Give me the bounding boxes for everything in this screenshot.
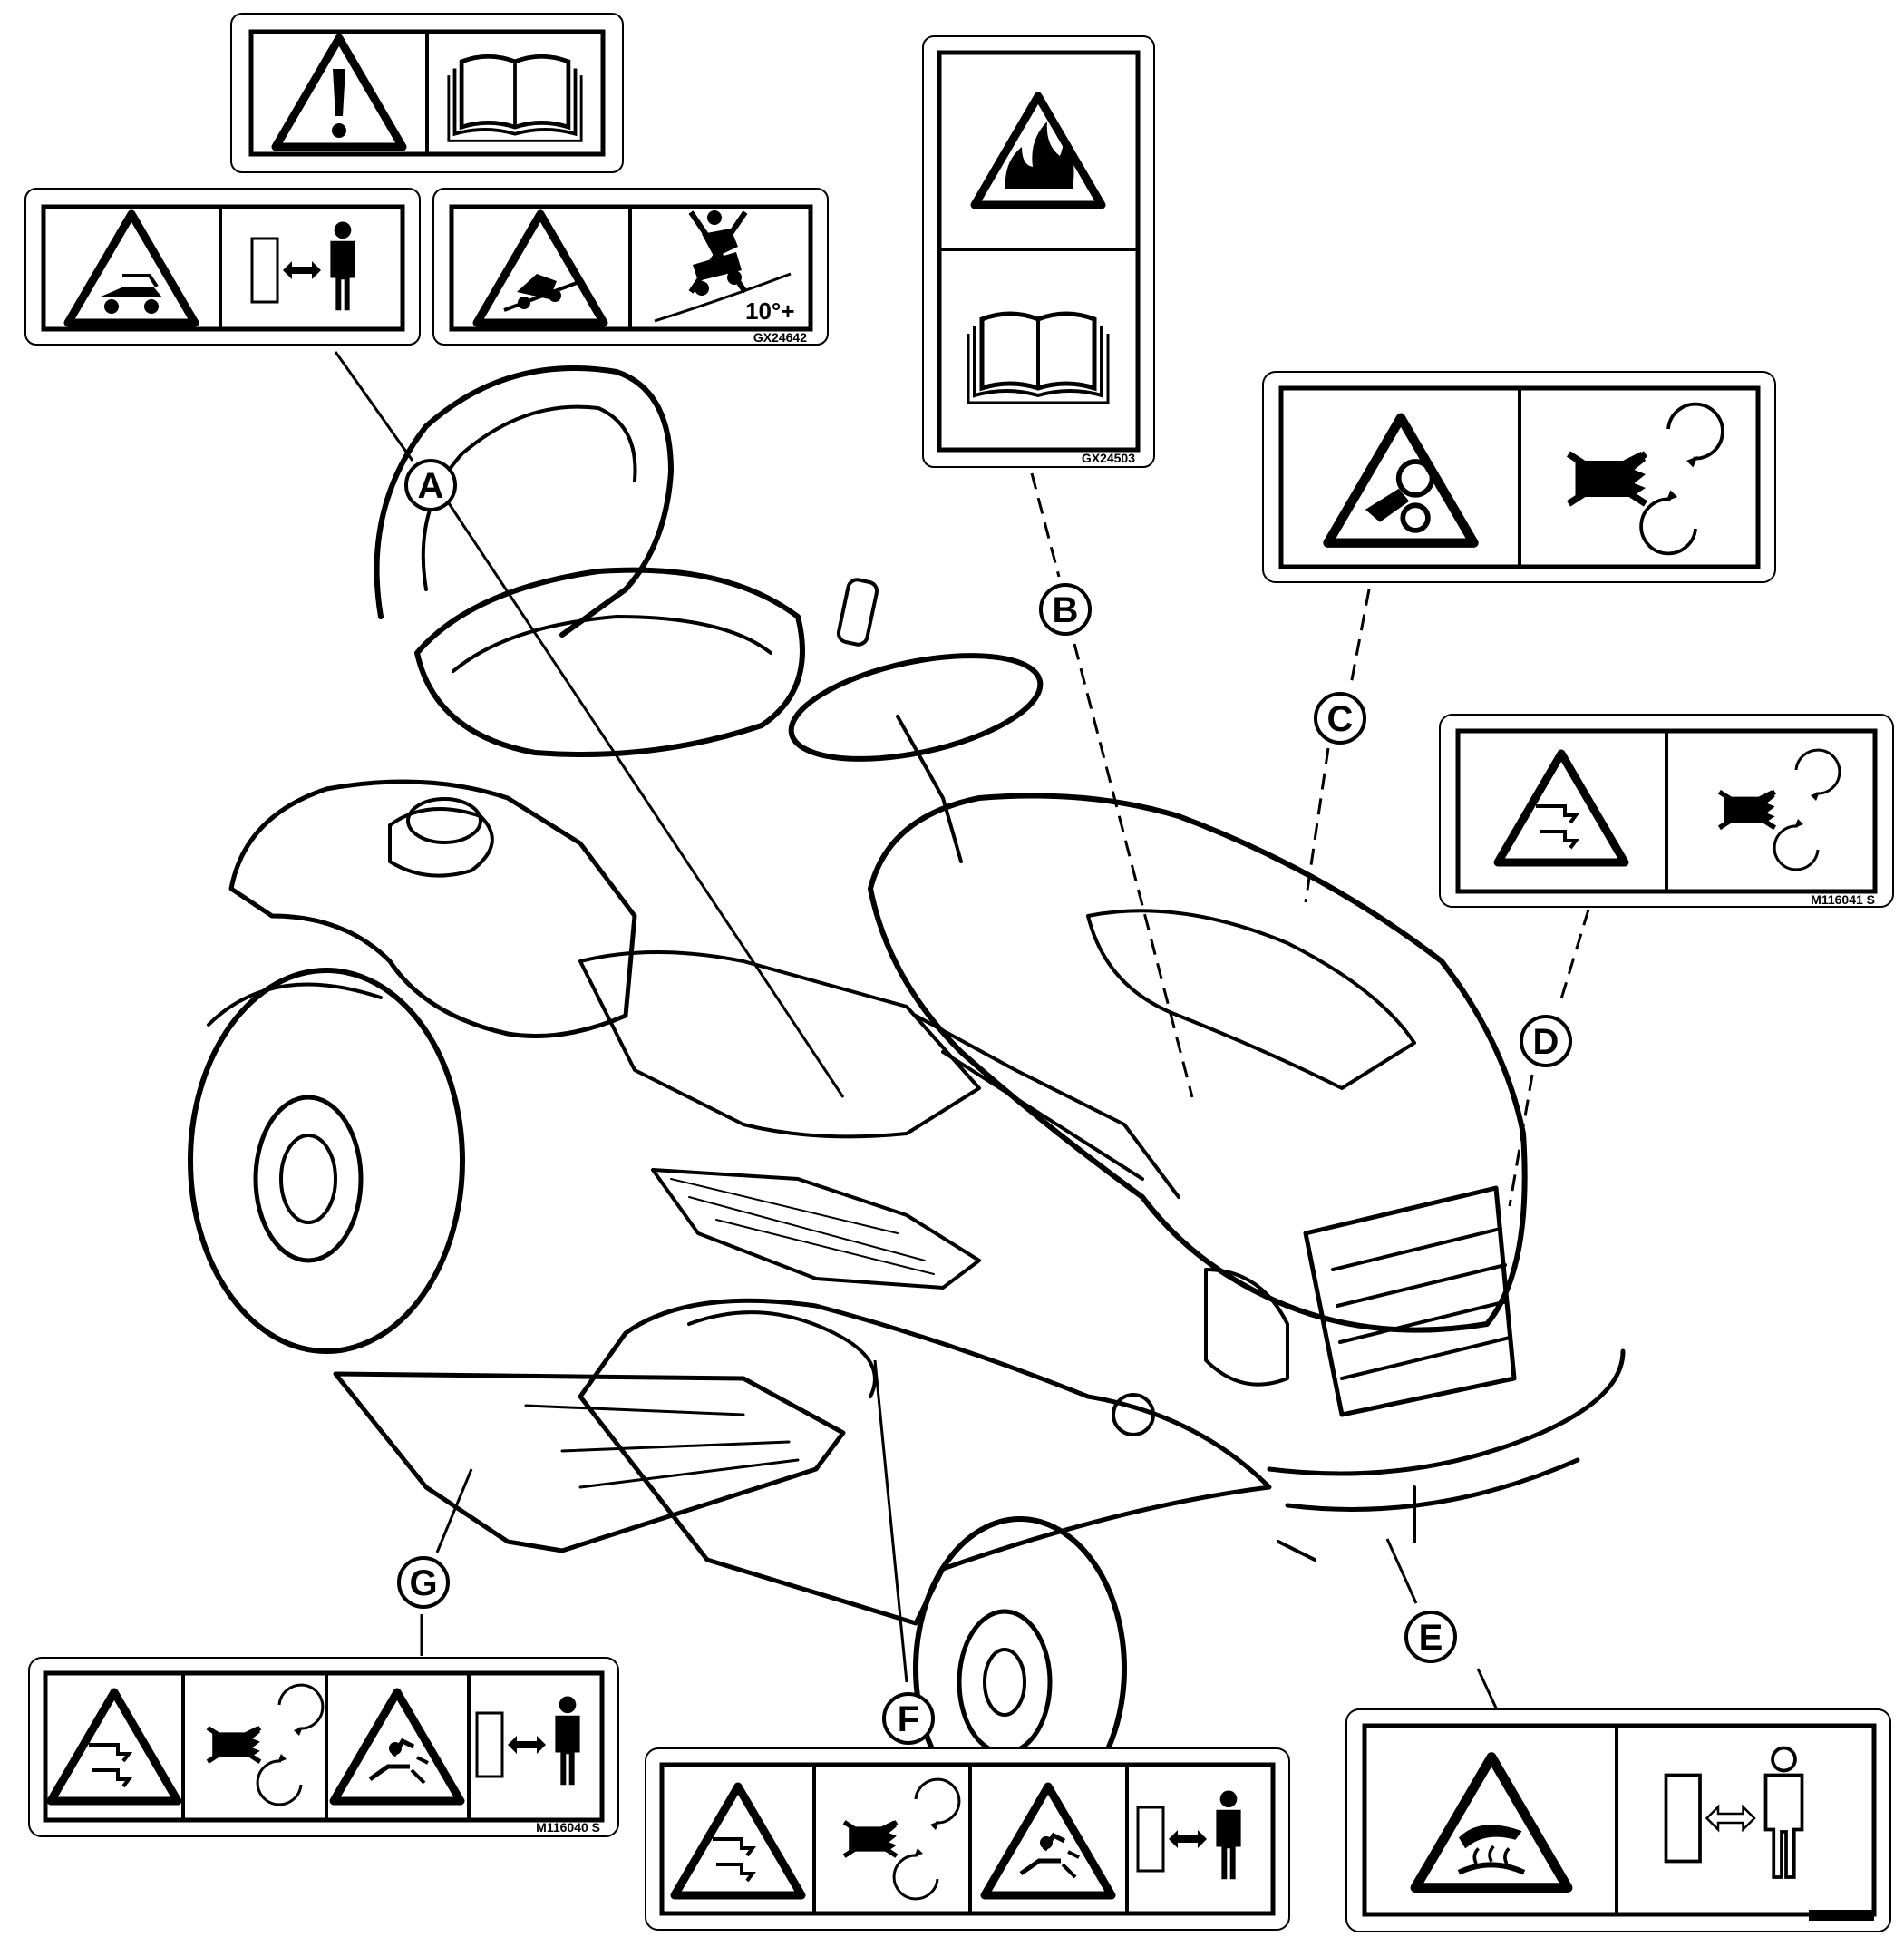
callout-d: D xyxy=(1520,1015,1572,1067)
decal-d-code: M116041 S xyxy=(1811,892,1875,907)
callout-g: G xyxy=(397,1556,450,1609)
decal-e-code-mark xyxy=(1809,1910,1874,1921)
rear-wheel xyxy=(188,968,465,1354)
hot-surface-hazard-icon xyxy=(1415,1757,1568,1888)
decal-g-mower: M116040 S xyxy=(28,1657,619,1837)
decal-a-slope: 10°+ GX24642 xyxy=(432,188,829,346)
keep-away-person-icon xyxy=(1664,1746,1804,1879)
decal-d-blade: M116041 S xyxy=(1439,714,1894,908)
lawn-tractor-illustration xyxy=(188,365,1626,1821)
foot-step xyxy=(651,1168,981,1290)
decal-f-mower xyxy=(645,1747,1290,1931)
grille xyxy=(1303,1185,1517,1417)
callout-g-label: G xyxy=(409,1563,437,1603)
callout-d-label: D xyxy=(1533,1022,1559,1062)
rear-fender xyxy=(228,779,637,1038)
fire-hazard-icon xyxy=(975,96,1102,205)
callout-c: C xyxy=(1314,692,1366,745)
decal-b-code: GX24503 xyxy=(1082,451,1135,465)
leader-lines xyxy=(334,351,1590,1801)
seat xyxy=(374,365,674,638)
callout-c-label: C xyxy=(1327,699,1354,739)
decal-c-belt xyxy=(1262,371,1776,583)
belt-entanglement-hazard-icon xyxy=(1328,418,1474,543)
decal-a-code: GX24642 xyxy=(753,330,807,345)
decal-general-warning xyxy=(230,13,624,173)
callout-f-label: F xyxy=(898,1699,919,1739)
callout-b-label: B xyxy=(1053,590,1079,630)
discharge-chute xyxy=(333,1371,846,1553)
mower-deck xyxy=(578,1298,1272,1626)
decal-e-hot xyxy=(1345,1708,1891,1932)
callout-e: E xyxy=(1404,1611,1457,1663)
callout-a-label: A xyxy=(418,466,444,506)
runover-hazard-icon xyxy=(68,214,195,323)
hood xyxy=(868,793,1528,1333)
callout-a: A xyxy=(404,459,457,511)
decal-a-runover xyxy=(24,188,421,346)
decal-b-fire: GX24503 xyxy=(922,35,1155,468)
callout-b: B xyxy=(1039,583,1092,636)
no-slope-operation-icon: 10°+ xyxy=(654,210,795,325)
steering-wheel xyxy=(788,653,1044,762)
warning-exclamation-icon xyxy=(276,38,403,147)
callout-f: F xyxy=(882,1692,935,1745)
rollover-slope-hazard-icon xyxy=(477,214,604,323)
slope-angle-label: 10°+ xyxy=(745,297,795,325)
front-bumper xyxy=(1267,1348,1626,1512)
decal-g-code: M116040 S xyxy=(536,1820,600,1835)
callout-e-label: E xyxy=(1419,1618,1443,1658)
